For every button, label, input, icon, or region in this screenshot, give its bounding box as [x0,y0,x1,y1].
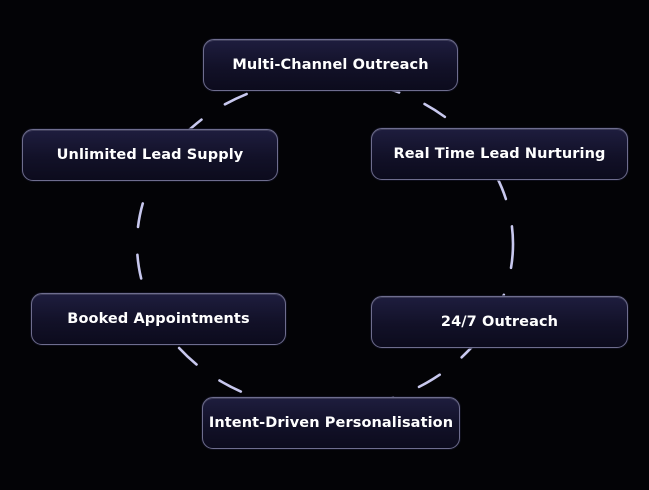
node-label: Intent-Driven Personalisation [208,415,454,431]
node-multi-channel-outreach: Multi-Channel Outreach [203,39,458,91]
node-booked-appointments: Booked Appointments [31,293,286,345]
node-24-7-outreach: 24/7 Outreach [371,296,628,348]
node-label: Multi-Channel Outreach [232,57,429,73]
node-label: Booked Appointments [67,311,250,327]
node-real-time-lead-nurturing: Real Time Lead Nurturing [371,128,628,180]
node-intent-driven-personalisation: Intent-Driven Personalisation [202,397,460,449]
node-label: Real Time Lead Nurturing [393,146,606,162]
node-label: 24/7 Outreach [440,314,559,330]
node-unlimited-lead-supply: Unlimited Lead Supply [22,129,278,181]
node-label: Unlimited Lead Supply [56,147,244,163]
